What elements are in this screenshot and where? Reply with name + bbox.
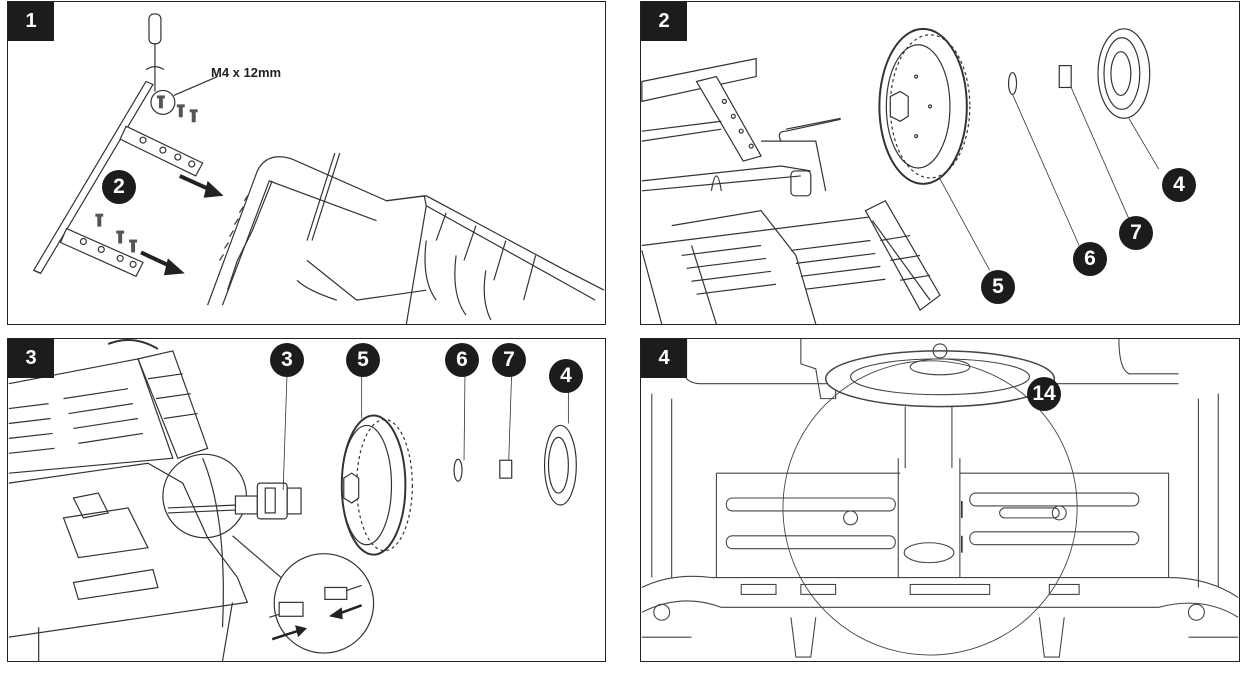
- step-number-badge: 2: [641, 2, 687, 41]
- wheel-icon: [340, 414, 413, 556]
- callout-4: 4: [1162, 168, 1196, 202]
- connector-icon: [269, 584, 362, 618]
- arrow-icon: [271, 604, 363, 641]
- callout-7: 7: [492, 343, 526, 377]
- callout-6: 6: [445, 343, 479, 377]
- bolt-icon: [999, 507, 1060, 519]
- hub-cap-icon: [543, 424, 577, 506]
- callout-3: 3: [270, 343, 304, 377]
- callout-5: 5: [346, 343, 380, 377]
- washer-icon: [1007, 71, 1018, 96]
- step-1-panel: 1: [7, 1, 606, 325]
- screw-icon: [95, 95, 198, 253]
- step-1-illustration: [32, 13, 605, 324]
- arrow-icon: [140, 174, 224, 276]
- callout-2: 2: [102, 170, 136, 204]
- callout-7: 7: [1119, 216, 1153, 250]
- nut-icon: [843, 510, 859, 526]
- steering-wheel-icon: [824, 343, 1056, 408]
- callout-4: 4: [549, 359, 583, 393]
- wheel-icon: [878, 27, 971, 185]
- callout-5: 5: [981, 270, 1015, 304]
- step-number-badge: 1: [8, 2, 54, 41]
- step-4-panel: 4: [640, 338, 1240, 662]
- screwdriver-icon: [145, 13, 165, 92]
- motor-icon: [234, 482, 302, 520]
- step-3-illustration: [8, 339, 577, 661]
- step-number-badge: 4: [641, 339, 687, 378]
- step-number-badge: 3: [8, 339, 54, 378]
- nut-icon: [499, 459, 513, 479]
- step-4-illustration: [641, 339, 1239, 658]
- nut-icon: [1058, 65, 1072, 89]
- step-3-panel: 3: [7, 338, 606, 662]
- step-2-illustration: [641, 27, 1159, 324]
- hub-cap-icon: [1097, 28, 1151, 119]
- callout-6: 6: [1073, 242, 1107, 276]
- screw-spec-label: M4 x 12mm: [211, 65, 282, 80]
- step-2-panel: 2: [640, 1, 1240, 325]
- callout-14: 14: [1027, 377, 1061, 411]
- washer-icon: [453, 458, 463, 482]
